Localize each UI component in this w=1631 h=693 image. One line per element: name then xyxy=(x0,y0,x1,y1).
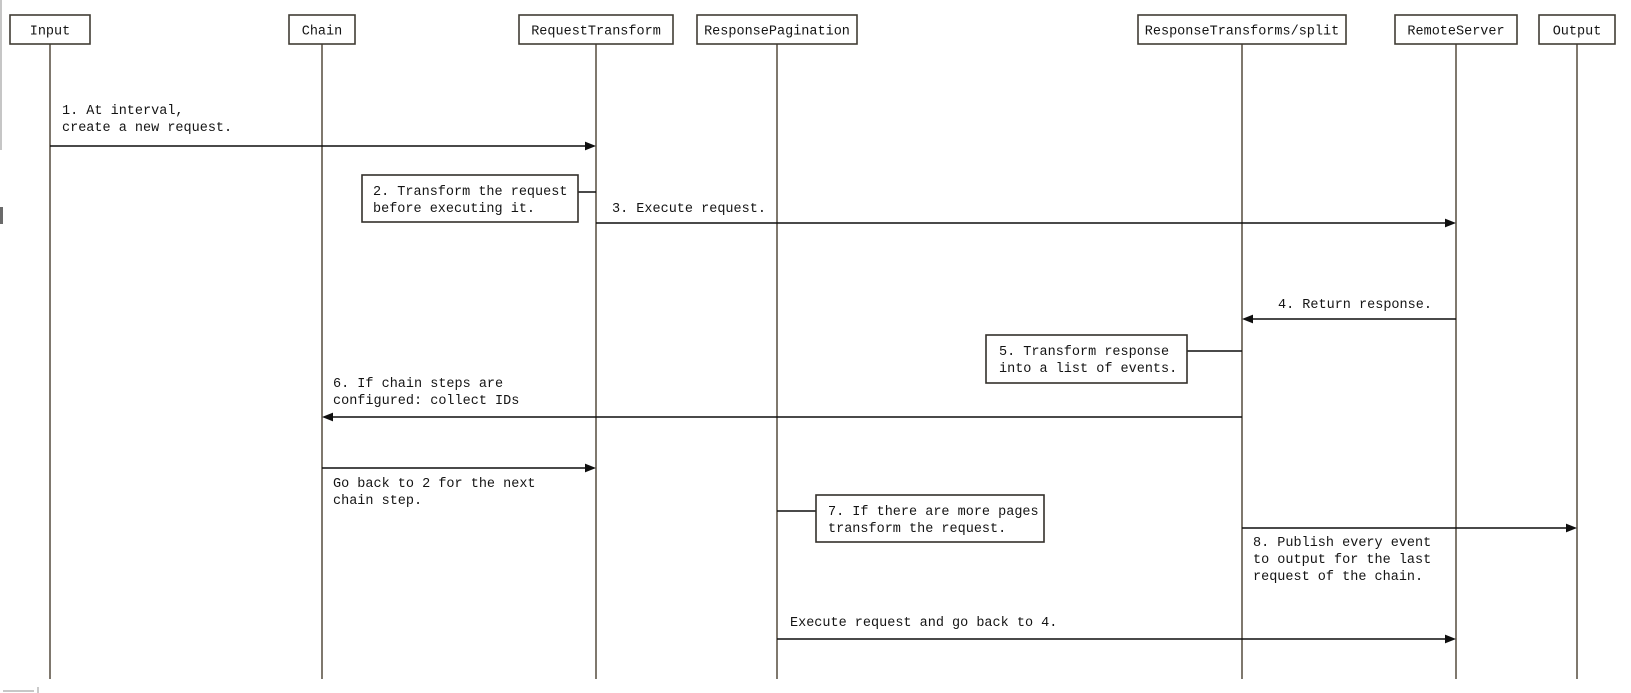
arrowhead-right-icon xyxy=(585,141,596,151)
message-label-line: configured: collect IDs xyxy=(333,394,519,409)
entity-label-output: Output xyxy=(1553,25,1602,40)
entity-box-input xyxy=(9,14,91,45)
note-text-line: before executing it. xyxy=(373,202,535,217)
message-label-line: Execute request and go back to 4. xyxy=(790,616,1057,631)
message-label-line: chain step. xyxy=(333,494,422,509)
message-label-line: 6. If chain steps are xyxy=(333,377,503,392)
entity-label-remote-server: RemoteServer xyxy=(1407,25,1504,40)
entity-label-response-pagination: ResponsePagination xyxy=(704,25,850,40)
entity-label-input: Input xyxy=(30,25,71,40)
message-label-line: create a new request. xyxy=(62,121,232,136)
entity-label-response-transforms-split: ResponseTransforms/split xyxy=(1145,25,1339,40)
note-text-line: 2. Transform the request xyxy=(373,185,567,200)
entity-box-request-transform xyxy=(518,14,674,45)
arrowhead-right-icon xyxy=(1566,523,1577,533)
arrowhead-left-icon xyxy=(1242,314,1253,324)
message-label-line: 4. Return response. xyxy=(1278,298,1432,313)
message-label-line: 3. Execute request. xyxy=(612,202,766,217)
entity-label-request-transform: RequestTransform xyxy=(531,25,661,40)
entity-box-remote-server xyxy=(1394,14,1518,45)
entity-label-chain: Chain xyxy=(302,25,343,40)
note-box xyxy=(815,494,1045,543)
entity-box-output xyxy=(1538,14,1616,45)
message-label-line: to output for the last xyxy=(1253,553,1431,568)
message-label-line: Go back to 2 for the next xyxy=(333,477,536,492)
message-label-line: 8. Publish every event xyxy=(1253,536,1431,551)
entity-box-chain xyxy=(288,14,356,45)
note-box xyxy=(361,174,579,223)
arrowhead-right-icon xyxy=(1445,634,1456,644)
note-box xyxy=(985,334,1188,384)
message-label-line: request of the chain. xyxy=(1253,570,1423,585)
arrowhead-right-icon xyxy=(1445,218,1456,228)
message-label-line: 1. At interval, xyxy=(62,104,184,119)
note-text-line: 7. If there are more pages xyxy=(828,505,1039,520)
entity-box-response-pagination xyxy=(696,14,858,45)
arrowhead-left-icon xyxy=(322,412,333,422)
note-text-line: 5. Transform response xyxy=(999,345,1169,360)
arrowhead-right-icon xyxy=(585,463,596,473)
entity-box-response-transforms-split xyxy=(1137,14,1347,45)
note-text-line: transform the request. xyxy=(828,522,1006,537)
note-text-line: into a list of events. xyxy=(999,362,1177,377)
